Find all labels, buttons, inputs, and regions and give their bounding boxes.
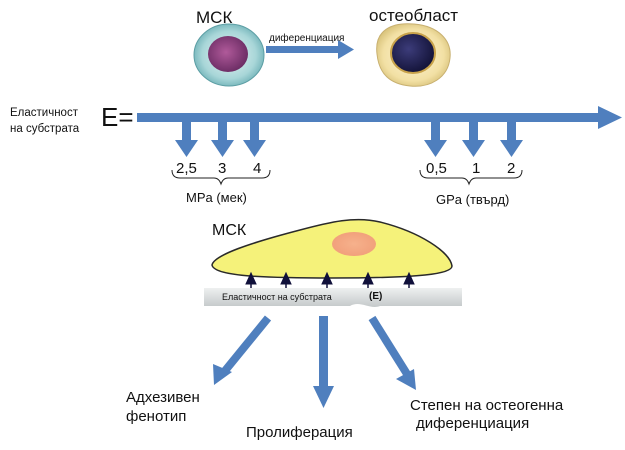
substrate-bar xyxy=(204,288,462,307)
osteoblast-label: остеобласт xyxy=(369,6,459,25)
differentiation-arrow xyxy=(266,40,354,59)
outcome-arrow-proliferation xyxy=(313,316,334,408)
substrate-symbol: (E) xyxy=(369,291,383,302)
hard-tick-3: 2 xyxy=(507,160,516,177)
hard-down-arrows xyxy=(424,122,523,157)
osteogenic-line2: диференциация xyxy=(416,415,530,432)
outcome-arrow-adhesion xyxy=(213,315,272,385)
soft-brace xyxy=(171,169,271,186)
proliferation-label: Пролиферация xyxy=(246,424,353,441)
spread-cell-shape xyxy=(211,218,453,279)
soft-tick-2: 3 xyxy=(218,160,227,177)
adhesive-phenotype-line2: фенотип xyxy=(126,408,187,425)
soft-down-arrows xyxy=(175,122,266,157)
substrate-label: Еластичност на субстрата xyxy=(222,292,332,302)
msc-top-label: МСК xyxy=(196,8,233,27)
differentiation-label: диференциация xyxy=(269,33,345,44)
soft-tick-1: 2,5 xyxy=(176,160,197,177)
hard-brace xyxy=(419,169,523,186)
soft-tick-3: 4 xyxy=(253,160,262,177)
elasticity-label-line1: Еластичност xyxy=(10,107,78,119)
elasticity-symbol: E= xyxy=(101,102,134,132)
soft-unit-label: MPa (мек) xyxy=(186,190,247,205)
osteoblast-cell-icon xyxy=(376,23,451,87)
elasticity-axis-arrow xyxy=(137,106,622,129)
adhesive-phenotype-line1: Адхезивен xyxy=(126,389,200,406)
elasticity-label-line2: на субстрата xyxy=(10,123,80,135)
hard-unit-label: GPa (твърд) xyxy=(436,192,510,207)
osteogenic-line1: Степен на остеогенна xyxy=(410,397,564,414)
msc-cell-icon xyxy=(193,23,265,87)
hard-tick-2: 1 xyxy=(472,160,481,177)
hard-tick-1: 0,5 xyxy=(426,160,447,177)
cell-msc-label: МСК xyxy=(212,222,247,239)
outcome-arrow-osteogenic xyxy=(368,315,416,390)
